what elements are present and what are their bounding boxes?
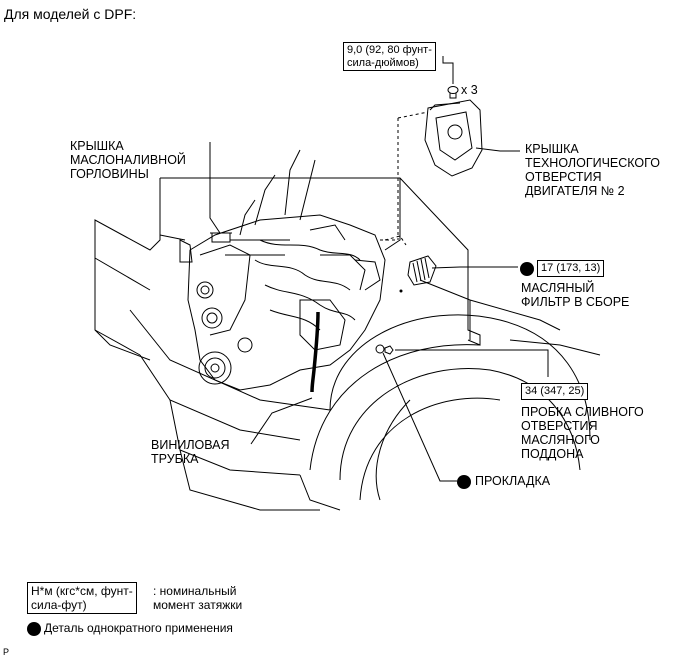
legend-unit-box: Н*м (кгс*см, фунт- сила-фут) [27, 582, 137, 614]
figure-code: P [3, 647, 10, 657]
engine-block [159, 149, 386, 391]
legend-single-use: Деталь однократного применения [44, 621, 233, 635]
torque-spec-cover-bolt: 9,0 (92, 80 фунт- сила-дюймов) [343, 42, 436, 71]
vinyl-tube-label: ВИНИЛОВАЯ ТРУБКА [151, 438, 230, 466]
oil-filler-cap-label: КРЫШКА МАСЛОНАЛИВНОЙ ГОРЛОВИНЫ [70, 139, 186, 181]
oil-filler-cap [210, 232, 232, 243]
single-use-part-icon [520, 262, 534, 276]
torque-spec-drain-plug: 34 (347, 25) [521, 383, 589, 400]
page-title: Для моделей с DPF: [4, 6, 137, 22]
engine-cover-no2 [424, 99, 483, 177]
vinyl-tube-part [310, 311, 320, 393]
quantity-label: x 3 [461, 83, 478, 97]
single-use-legend-icon [27, 622, 41, 636]
cover-bolt [447, 86, 459, 99]
torque-spec-oil-filter: 17 (173, 13) [537, 260, 605, 277]
gasket-label: ПРОКЛАДКА [475, 474, 551, 488]
engine-cover-no2-label: КРЫШКА ТЕХНОЛОГИЧЕСКОГО ОТВЕРСТИЯ ДВИГАТ… [525, 142, 660, 198]
drain-plug-label: ПРОБКА СЛИВНОГО ОТВЕРСТИЯ МАСЛЯНОГО ПОДД… [521, 405, 644, 461]
oil-filter-label: МАСЛЯНЫЙ ФИЛЬТР В СБОРЕ [521, 281, 630, 309]
leader-lines [209, 56, 549, 482]
drain-plug-part [375, 344, 394, 355]
legend-unit-description: : номинальный момент затяжки [153, 584, 243, 612]
oil-filter-part [407, 255, 437, 286]
single-use-part-icon [457, 475, 471, 489]
